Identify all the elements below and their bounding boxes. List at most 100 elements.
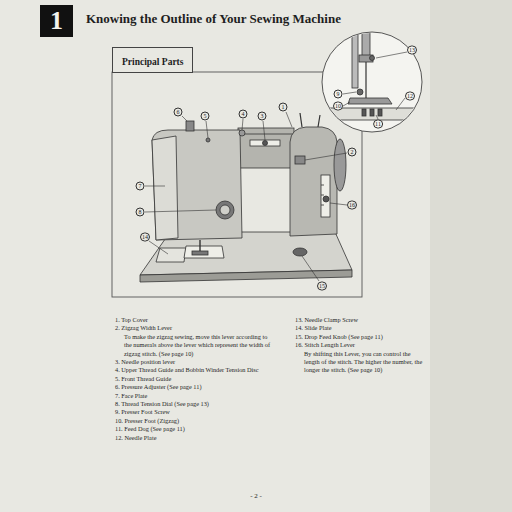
- chapter-number: 1: [50, 8, 63, 34]
- leader-line: [206, 121, 208, 138]
- inset-detail: [320, 28, 430, 120]
- needle-plate: [184, 246, 224, 258]
- leader-line: [149, 241, 168, 254]
- feed-dog: [370, 109, 374, 116]
- machine-head: [152, 130, 242, 240]
- part-description: To make the zigzag sewing, move this lev…: [115, 333, 275, 358]
- machine-pillar: [290, 127, 337, 236]
- callout-number: 14: [140, 233, 150, 242]
- bed-front: [140, 270, 352, 282]
- scale-tick: [321, 185, 324, 186]
- needle: [365, 62, 366, 100]
- lever-slot: [250, 140, 280, 146]
- inset-leaders: [343, 52, 407, 119]
- needle-clamp-screw: [370, 56, 375, 61]
- leader-line: [145, 210, 216, 212]
- callout-number: 16: [347, 201, 357, 210]
- leader-line: [376, 52, 407, 58]
- presser-foot-screw: [357, 89, 363, 95]
- detail-inset: [320, 28, 430, 132]
- leader-lines: [145, 112, 347, 281]
- part-list-item: 16. Stitch Length Lever: [295, 341, 425, 349]
- part-list-item: 13. Needle Clamp Screw: [295, 316, 425, 324]
- callout-number: 11: [373, 120, 383, 129]
- feed-dog: [378, 109, 382, 116]
- leader-line: [343, 102, 350, 106]
- part-list-item: 10. Presser Foot (Zigzag): [115, 417, 275, 425]
- part-list-item: 6. Pressure Adjuster (See page 11): [115, 383, 275, 391]
- face-plate: [152, 136, 178, 240]
- needle-position-lever: [263, 141, 268, 146]
- leader-line: [145, 186, 165, 187]
- spool-pin: [300, 113, 302, 127]
- paper: [0, 0, 430, 512]
- leader-line: [302, 256, 319, 281]
- part-list-item: 5. Front Thread Guide: [115, 375, 275, 383]
- leader-line: [376, 115, 378, 119]
- stitch-length-slot: [321, 175, 330, 217]
- front-thread-guide: [206, 138, 210, 142]
- slide-plate: [156, 248, 186, 262]
- sewing-machine: [140, 113, 352, 282]
- thread-guide-disc: [239, 130, 245, 136]
- leader-line: [182, 116, 187, 121]
- leader-line: [343, 92, 356, 94]
- zigzag-width-lever: [295, 156, 305, 164]
- needle-bar: [362, 28, 370, 58]
- part-list-item: 3. Needle position lever: [115, 358, 275, 366]
- part-list-item: 9. Presser Foot Screw: [115, 408, 275, 416]
- leader-line: [242, 119, 243, 130]
- figure-frame: [112, 72, 362, 297]
- presser-bar: [352, 34, 358, 88]
- page-number: - 2 -: [250, 492, 262, 500]
- part-list-item: 15. Drop Feed Knob (See page 11): [295, 333, 425, 341]
- needle-bar: [199, 240, 200, 252]
- callout-number: 3: [258, 112, 267, 121]
- callout-number: 8: [136, 208, 145, 217]
- tension-dial: [216, 201, 234, 219]
- machine-arm: [238, 128, 294, 168]
- scale-tick: [321, 195, 324, 196]
- part-description: By shifting this Lever, you can control …: [295, 350, 425, 375]
- callout-number: 2: [348, 148, 357, 157]
- callout-number: 1: [279, 103, 288, 112]
- feed-dog: [362, 109, 366, 116]
- drop-feed-knob: [293, 248, 307, 256]
- part-list-item: 2. Zigzag Width Lever: [115, 324, 275, 332]
- part-list-item: 7. Face Plate: [115, 392, 275, 400]
- leader-line: [305, 153, 347, 160]
- chapter-box: 1: [40, 5, 73, 37]
- page-title: Knowing the Outline of Your Sewing Machi…: [86, 11, 341, 27]
- leader-line: [263, 121, 265, 140]
- part-list-item: 12. Needle Plate: [115, 434, 275, 442]
- part-list-item: 14. Slide Plate: [295, 324, 425, 332]
- callout-number: 7: [136, 182, 145, 191]
- leader-line: [330, 203, 347, 205]
- hand-wheel: [334, 139, 346, 191]
- top-cover-edge: [238, 134, 294, 135]
- callout-number: 13: [407, 46, 417, 55]
- part-list-item: 4. Upper Thread Guide and Bobbin Winder …: [115, 366, 275, 374]
- callout-number: 6: [174, 108, 183, 117]
- presser-foot: [348, 98, 392, 104]
- callout-number: 10: [333, 102, 343, 111]
- callout-number: 9: [334, 90, 343, 99]
- spool-pin: [318, 115, 320, 127]
- callout-number: 5: [201, 112, 210, 121]
- stitch-length-lever: [323, 196, 329, 202]
- section-heading: Principal Parts: [122, 57, 183, 67]
- part-list-item: 8. Thread Tension Dial (See page 13): [115, 400, 275, 408]
- part-list-item: 1. Top Cover: [115, 316, 275, 324]
- callout-number: 4: [239, 110, 248, 119]
- scan-margin: [430, 0, 512, 512]
- presser-foot: [192, 251, 208, 255]
- leader-line: [286, 112, 292, 127]
- pressure-adjuster: [186, 121, 194, 131]
- section-heading-box: Principal Parts: [112, 47, 193, 73]
- part-list-item: 11. Feed Dog (See page 11): [115, 425, 275, 433]
- scale-tick: [321, 205, 324, 206]
- leader-line: [396, 98, 405, 110]
- callout-number: 15: [317, 282, 327, 291]
- callout-number: 12: [405, 92, 415, 101]
